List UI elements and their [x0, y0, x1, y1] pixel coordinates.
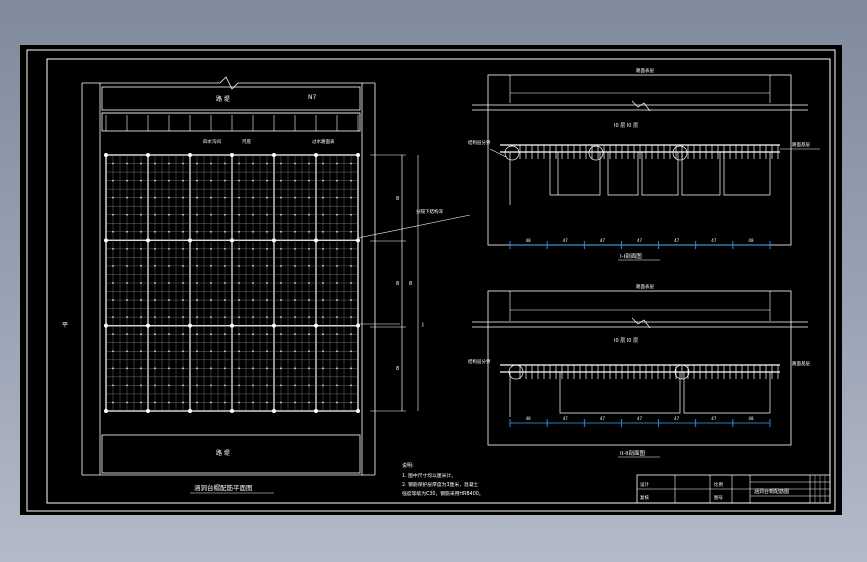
section-dim-label: 48: [526, 416, 532, 421]
cad-viewport[interactable]: 路 堤 N7 路 堤 平 I 8 8 8 8 四水沟间 河底 过水路面表 分隔下…: [20, 45, 842, 515]
section1-top-bar: 路面表层: [636, 67, 654, 74]
plan-leader-4: 分隔下结构深: [416, 208, 443, 215]
tb-designer-label: 设计: [640, 481, 649, 488]
notes-line-1: 1. 图中尺寸均以厘米计。: [402, 472, 456, 479]
sheet-inner-border: [46, 58, 831, 504]
section-dim-label: 47: [563, 238, 569, 243]
section-dim-label: 47: [711, 416, 717, 421]
notes-line-2: 2. 钢筋保护层厚度为3厘米，混凝土: [402, 481, 479, 488]
plan-band-code: N7: [308, 94, 316, 101]
plan-leader-2: 河底: [242, 138, 251, 145]
plan-dim-mark-4: 8: [409, 281, 412, 287]
plan-dim-mark-1: 8: [396, 196, 399, 202]
plan-dim-mark-2: 8: [396, 281, 399, 287]
section2-top-bar: 路面表层: [636, 283, 654, 290]
section-1-1: 48 47 47 47 47 47 48: [472, 74, 820, 249]
section1-right-tag: 路面基层: [792, 141, 810, 148]
plan-dim-mark-3: 8: [396, 366, 399, 372]
section-dim-label: 48: [748, 416, 754, 421]
section-dim-label: 47: [637, 416, 643, 421]
section2-left-tag: 结构层分界: [468, 358, 491, 365]
section2-mid-label: I0 层 I0 层: [614, 338, 638, 344]
plan-title: 涵洞台帽配筋平面图: [194, 483, 253, 492]
section-dim-label: 47: [563, 416, 569, 421]
section2-right-tag: 路面基层: [792, 360, 810, 367]
plan-leader-1: 四水沟间: [203, 138, 221, 145]
section-dim-label: 47: [600, 238, 606, 243]
section1-mid-label: I0 层 I0 层: [614, 123, 638, 129]
plan-view: [81, 76, 471, 476]
section-dim-label: 47: [637, 238, 643, 243]
section-dim-label: 47: [674, 238, 680, 243]
section-2-2: 48 47 47 47 47 47 48: [472, 290, 808, 446]
tb-checker-label: 复核: [640, 494, 649, 501]
plan-band-label: 路 堤: [216, 95, 230, 103]
plan-bottom-band-label: 路 堤: [216, 449, 230, 457]
section-dim-label: 47: [711, 238, 717, 243]
tb-sheet-label: 图号: [714, 495, 723, 501]
sheet-outer-border: [26, 49, 836, 512]
section2-title: II-II剖面图: [620, 449, 645, 457]
section-dim-label: 47: [600, 416, 606, 421]
section1-title: I-I剖面图: [620, 252, 642, 260]
cad-drawing-canvas[interactable]: 路 堤 N7 路 堤 平 I 8 8 8 8 四水沟间 河底 过水路面表 分隔下…: [20, 45, 842, 515]
plan-leader-3: 过水路面表: [312, 138, 335, 145]
section-dim-label: 48: [748, 238, 754, 243]
section-dim-label: 47: [674, 416, 680, 421]
notes-heading: 说明:: [402, 462, 414, 469]
plan-side-dim: 平: [62, 322, 68, 329]
notes-line-3: 强度等级为C30，钢筋采用HRB400。: [402, 490, 484, 497]
section-dim-label: 48: [526, 238, 532, 243]
plan-right-dim: I: [422, 322, 424, 329]
tb-scale-label: 比例: [714, 481, 723, 488]
section1-left-tag: 结构层分界: [468, 139, 491, 146]
tb-drawing-name: 涵洞台帽配筋图: [754, 488, 789, 495]
title-block: [636, 474, 831, 504]
